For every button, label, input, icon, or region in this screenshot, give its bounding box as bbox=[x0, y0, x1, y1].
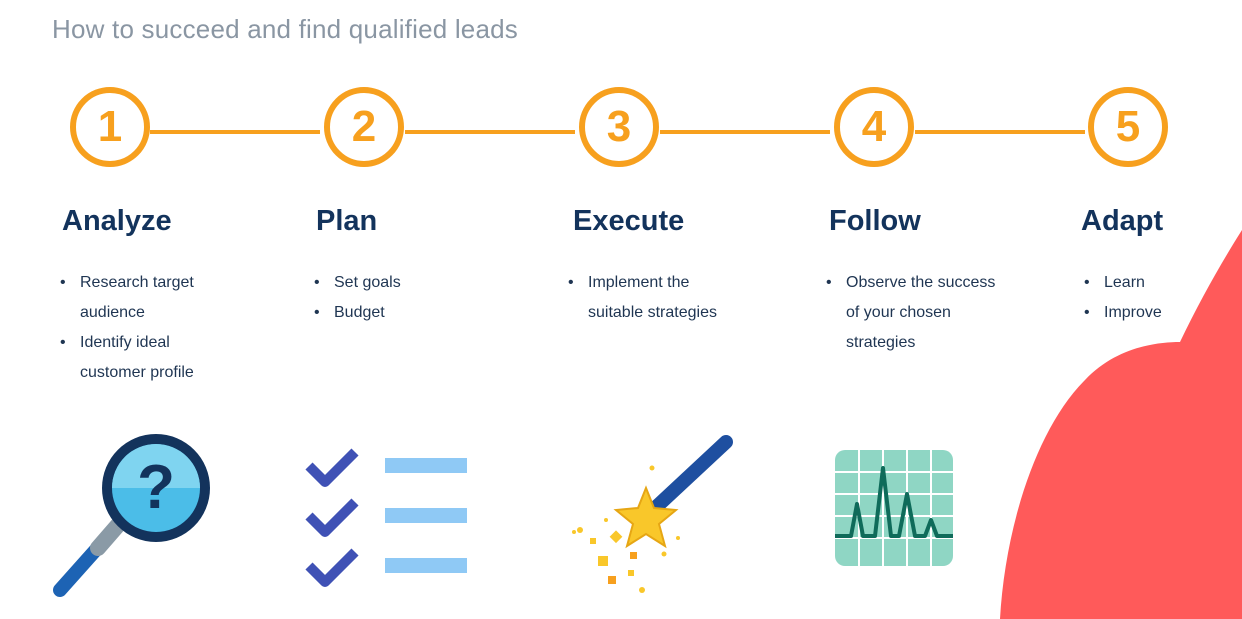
list-item: Identify ideal customer profile bbox=[60, 328, 220, 388]
list-item: Improve bbox=[1084, 298, 1162, 328]
step-3-number-circle: 3 bbox=[579, 87, 659, 167]
step-1-title: Analyze bbox=[62, 205, 172, 237]
step-4-title: Follow bbox=[829, 205, 921, 237]
step-2-number-circle: 2 bbox=[324, 87, 404, 167]
step-number: 5 bbox=[1115, 102, 1141, 151]
svg-text:?: ? bbox=[137, 453, 175, 522]
step-2-title: Plan bbox=[316, 205, 378, 237]
step-5-title: Adapt bbox=[1081, 205, 1164, 237]
connector-line-4-5 bbox=[915, 130, 1085, 134]
connector-line-1-2 bbox=[150, 130, 320, 134]
checklist-icon bbox=[305, 448, 467, 587]
step-5-number-circle: 5 bbox=[1088, 87, 1168, 167]
step-2-bullets: Set goals Budget bbox=[314, 268, 401, 328]
step-number: 4 bbox=[861, 102, 887, 151]
step-number: 2 bbox=[351, 102, 377, 151]
list-item: Budget bbox=[314, 298, 401, 328]
list-item: Set goals bbox=[314, 268, 401, 298]
connector-line-3-4 bbox=[660, 130, 830, 134]
magnifier-question-icon: ? bbox=[53, 434, 210, 597]
monitor-graph-icon bbox=[835, 450, 953, 566]
step-3-title: Execute bbox=[573, 205, 685, 237]
step-number: 3 bbox=[606, 102, 632, 151]
step-4-bullets: Observe the success of your chosen strat… bbox=[826, 268, 996, 358]
step-number: 1 bbox=[97, 102, 123, 151]
step-4-number-circle: 4 bbox=[834, 87, 914, 167]
decorative-blob bbox=[1000, 230, 1242, 619]
list-item: Implement the suitable strategies bbox=[568, 268, 748, 328]
page-title: How to succeed and find qualified leads bbox=[52, 14, 518, 44]
step-3-bullets: Implement the suitable strategies bbox=[568, 268, 748, 328]
step-1-bullets: Research target audience Identify ideal … bbox=[60, 268, 220, 388]
list-item: Learn bbox=[1084, 268, 1162, 298]
step-1-number-circle: 1 bbox=[70, 87, 150, 167]
step-5-bullets: Learn Improve bbox=[1084, 268, 1162, 328]
magic-wand-star-icon bbox=[572, 435, 733, 593]
connector-line-2-3 bbox=[405, 130, 575, 134]
list-item: Observe the success of your chosen strat… bbox=[826, 268, 996, 358]
list-item: Research target audience bbox=[60, 268, 220, 328]
